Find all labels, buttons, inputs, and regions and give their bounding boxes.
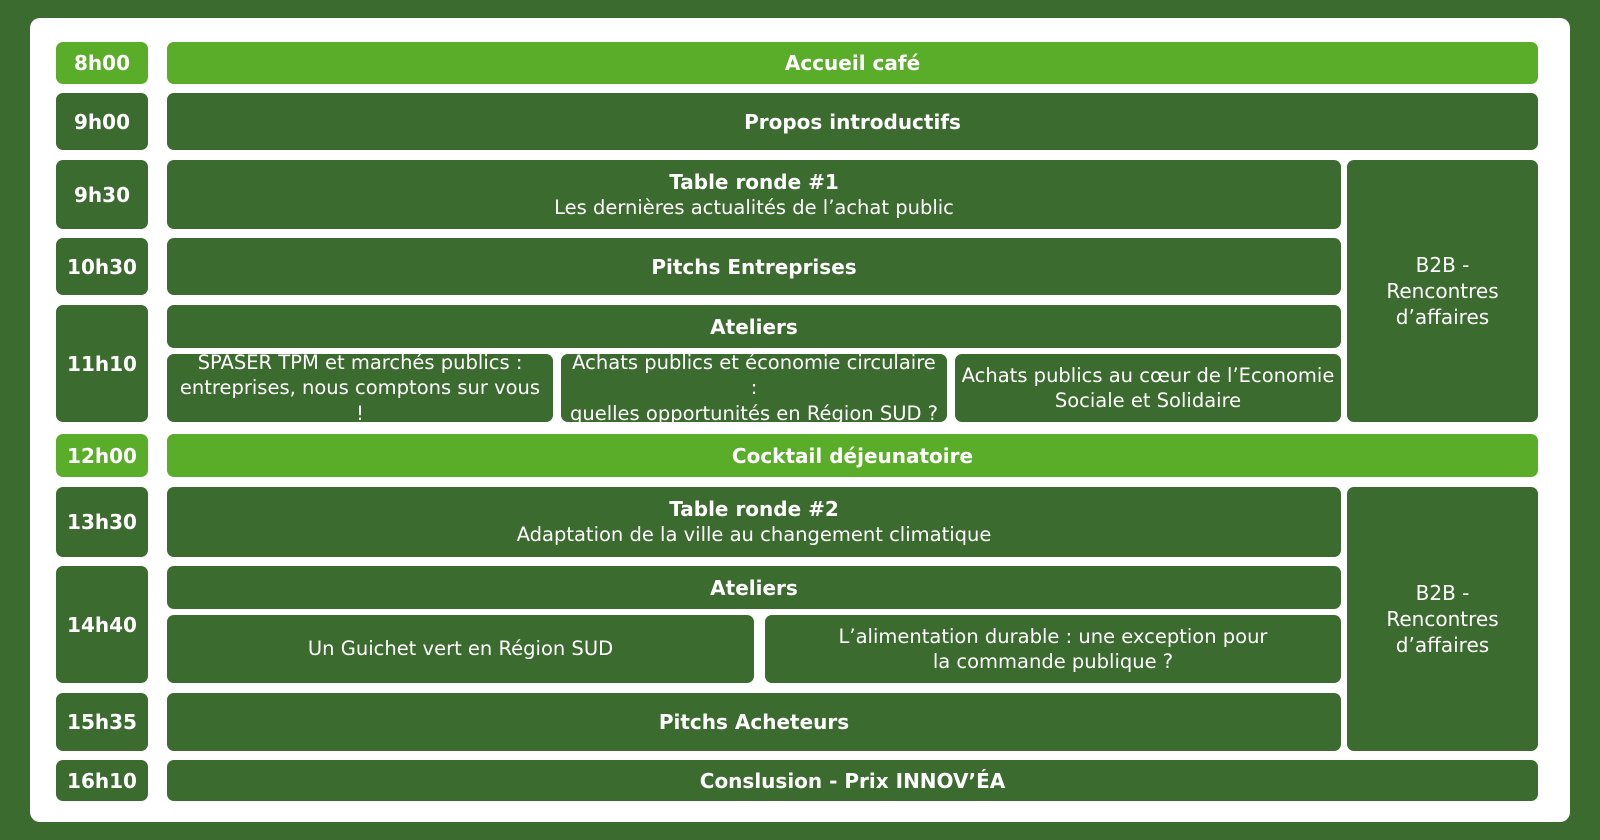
workshop-ess: Achats publics au cœur de l’Economie Soc… (955, 354, 1341, 422)
workshop-line: Sociale et Solidaire (1054, 389, 1242, 412)
session-table-ronde-1: Table ronde #1 Les dernières actualités … (167, 160, 1341, 229)
time-slot-1200: 12h00 (56, 434, 148, 477)
time-label: 10h30 (67, 254, 137, 279)
session-title: Table ronde #2 (669, 497, 839, 522)
session-title: Ateliers (710, 314, 798, 339)
session-title: Accueil café (784, 51, 921, 75)
workshop-line: entreprises, nous comptons sur vous ! (179, 376, 541, 425)
time-slot-0800: 8h00 (56, 42, 148, 84)
b2b-line: B2B - (1415, 581, 1470, 605)
session-title: Table ronde #1 (669, 169, 839, 194)
time-slot-1110: 11h10 (56, 305, 148, 422)
session-subtitle: Adaptation de la ville au changement cli… (516, 523, 992, 547)
time-label: 14h40 (67, 612, 137, 637)
time-label: 13h30 (67, 510, 137, 534)
time-label: 15h35 (67, 710, 137, 734)
session-title: Pitchs Acheteurs (658, 710, 850, 734)
workshop-line: L’alimentation durable : une exception p… (838, 624, 1268, 648)
time-label: 9h00 (74, 109, 130, 134)
workshop-spaser: SPASER TPM et marchés publics : entrepri… (167, 351, 553, 425)
session-propos: Propos introductifs (167, 93, 1538, 150)
session-accueil: Accueil café (167, 42, 1538, 84)
workshop-guichet-vert: Un Guichet vert en Région SUD (167, 615, 754, 683)
session-subtitle: Les dernières actualités de l’achat publ… (554, 195, 954, 219)
ateliers-header-afternoon: Ateliers (167, 566, 1341, 609)
workshop-line: quelles opportunités en Région SUD ? (569, 401, 939, 425)
workshop-line: la commande publique ? (932, 650, 1174, 673)
time-slot-0930: 9h30 (56, 160, 148, 229)
workshop-line: Un Guichet vert en Région SUD (307, 637, 614, 661)
time-slot-1330: 13h30 (56, 487, 148, 557)
time-slot-0900: 9h00 (56, 93, 148, 150)
session-title: Ateliers (710, 575, 798, 600)
b2b-line: Rencontres (1386, 279, 1499, 303)
session-pitchs-acheteurs: Pitchs Acheteurs (167, 693, 1341, 751)
session-title: Conslusion - Prix INNOV’ÉA (699, 768, 1006, 793)
b2b-line: B2B - (1415, 253, 1470, 277)
session-pitchs-entreprises: Pitchs Entreprises (167, 238, 1341, 295)
workshop-economie-circulaire: Achats publics et économie circulaire : … (561, 351, 947, 425)
time-label: 12h00 (67, 443, 137, 468)
session-title: Pitchs Entreprises (651, 254, 857, 279)
session-conclusion: Conslusion - Prix INNOV’ÉA (167, 760, 1538, 801)
session-title: Cocktail déjeunatoire (731, 443, 974, 468)
workshop-line: Achats publics et économie circulaire : (572, 350, 936, 400)
ateliers-header-morning: Ateliers (167, 305, 1341, 348)
b2b-line: Rencontres (1386, 607, 1499, 631)
workshop-line: SPASER TPM et marchés publics : (197, 350, 523, 374)
session-title: Propos introductifs (744, 109, 961, 134)
workshop-line: Achats publics au cœur de l’Economie (961, 363, 1335, 387)
time-slot-1030: 10h30 (56, 238, 148, 295)
time-slot-1535: 15h35 (56, 693, 148, 751)
time-label: 9h30 (74, 182, 130, 207)
time-slot-1440: 14h40 (56, 566, 148, 683)
b2b-line: d’affaires (1395, 633, 1490, 657)
b2b-morning: B2B - Rencontres d’affaires (1347, 160, 1538, 422)
time-label: 8h00 (74, 51, 130, 75)
time-slot-1610: 16h10 (56, 760, 148, 801)
time-label: 16h10 (67, 768, 137, 793)
b2b-line: d’affaires (1395, 305, 1490, 329)
session-table-ronde-2: Table ronde #2 Adaptation de la ville au… (167, 487, 1341, 557)
time-label: 11h10 (67, 351, 137, 376)
workshop-alimentation-durable: L’alimentation durable : une exception p… (765, 615, 1341, 683)
b2b-afternoon: B2B - Rencontres d’affaires (1347, 487, 1538, 751)
session-cocktail: Cocktail déjeunatoire (167, 434, 1538, 477)
